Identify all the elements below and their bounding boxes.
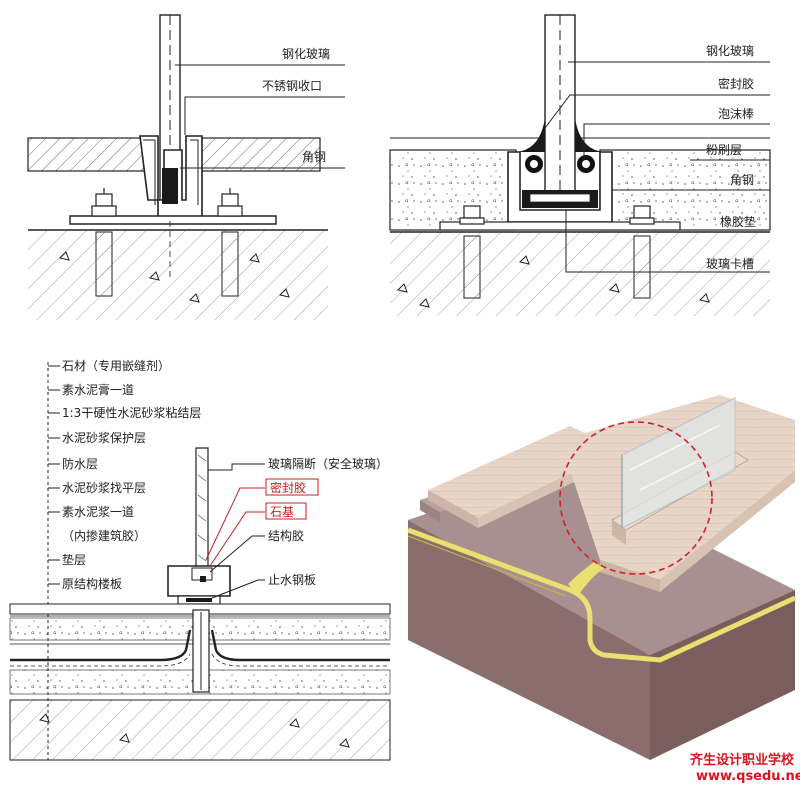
label-foam-rod-r: 泡沫棒 [718, 107, 754, 121]
bottom-left-detail: 石材（专用嵌缝剂） 素水泥膏一道 1:3干硬性水泥砂浆粘结层 水泥砂浆保护层 防… [9, 358, 391, 761]
label-original-slab: 原结构楼板 [62, 576, 122, 591]
watermark-school-name: 齐生设计职业学校 [690, 752, 795, 768]
waterproof-membrane [10, 629, 390, 662]
label-sealant-r: 密封胶 [718, 76, 754, 91]
glass-partition [195, 447, 209, 575]
base-front-face [408, 520, 650, 760]
structure-floor-slab [9, 699, 391, 761]
isometric-render [407, 395, 797, 760]
structural-slab-right [390, 232, 770, 316]
top-left-detail: 钢化玻璃 不锈钢收口 角钢 [27, 14, 345, 320]
label-cement-paste: 素水泥膏一道 [62, 382, 134, 397]
label-stainless-trim: 不锈钢收口 [262, 79, 322, 93]
top-right-detail: 钢化玻璃 密封胶 泡沫棒 粉刷层 角钢 橡胶垫 玻璃卡槽 [389, 14, 771, 316]
left-label-list: 石材（专用嵌缝剂） 素水泥膏一道 1:3干硬性水泥砂浆粘结层 水泥砂浆保护层 防… [62, 358, 201, 591]
label-tempered-glass-r: 钢化玻璃 [706, 44, 754, 58]
label-structural-glue: 结构胶 [268, 528, 304, 543]
tempered-glass-right [544, 14, 576, 192]
sealant-right [575, 118, 604, 152]
watermark-url: www.qsedu.net [696, 769, 800, 784]
finish-slab-left [27, 137, 151, 172]
label-angle-steel: 角钢 [302, 150, 326, 164]
base-plate [69, 215, 277, 225]
label-sealant-red: 密封胶 [270, 480, 306, 495]
label-rubber-pad-r: 橡胶垫 [720, 214, 756, 229]
label-bonding-mortar: 1:3干硬性水泥砂浆粘结层 [62, 405, 201, 420]
label-waterproof: 防水层 [62, 456, 98, 471]
label-angle-steel-r: 角钢 [730, 173, 754, 187]
label-cushion: 垫层 [62, 552, 86, 567]
label-glass-channel-r: 玻璃卡槽 [706, 257, 754, 271]
label-glass-partition: 玻璃隔断（安全玻璃） [268, 456, 388, 471]
label-water-stop: 止水钢板 [268, 573, 316, 587]
highlight-circle [559, 421, 713, 575]
label-plaster-r: 粉刷层 [706, 143, 742, 157]
base-right-face [650, 590, 795, 760]
label-tempered-glass: 钢化玻璃 [282, 47, 330, 61]
finish-slab-right [189, 137, 321, 172]
watermark: 齐生设计职业学校 www.qsedu.net [690, 752, 800, 784]
plaster-layer-left [389, 149, 517, 231]
label-leveling: 水泥砂浆找平层 [62, 480, 146, 495]
label-mortar-protection: 水泥砂浆保护层 [62, 430, 146, 445]
label-stone-base-box [265, 502, 307, 520]
structural-slab [28, 230, 328, 320]
stone-base [167, 565, 231, 597]
label-stone-base-red: 石基 [270, 505, 294, 519]
base-plate-right [439, 221, 681, 231]
label-stone: 石材（专用嵌缝剂） [62, 358, 170, 373]
label-sealant-box [265, 478, 319, 496]
label-cement-slurry: 素水泥浆一道 [62, 504, 134, 519]
sealant-left [516, 118, 545, 152]
label-admixture: （内掺建筑胶） [62, 528, 146, 543]
